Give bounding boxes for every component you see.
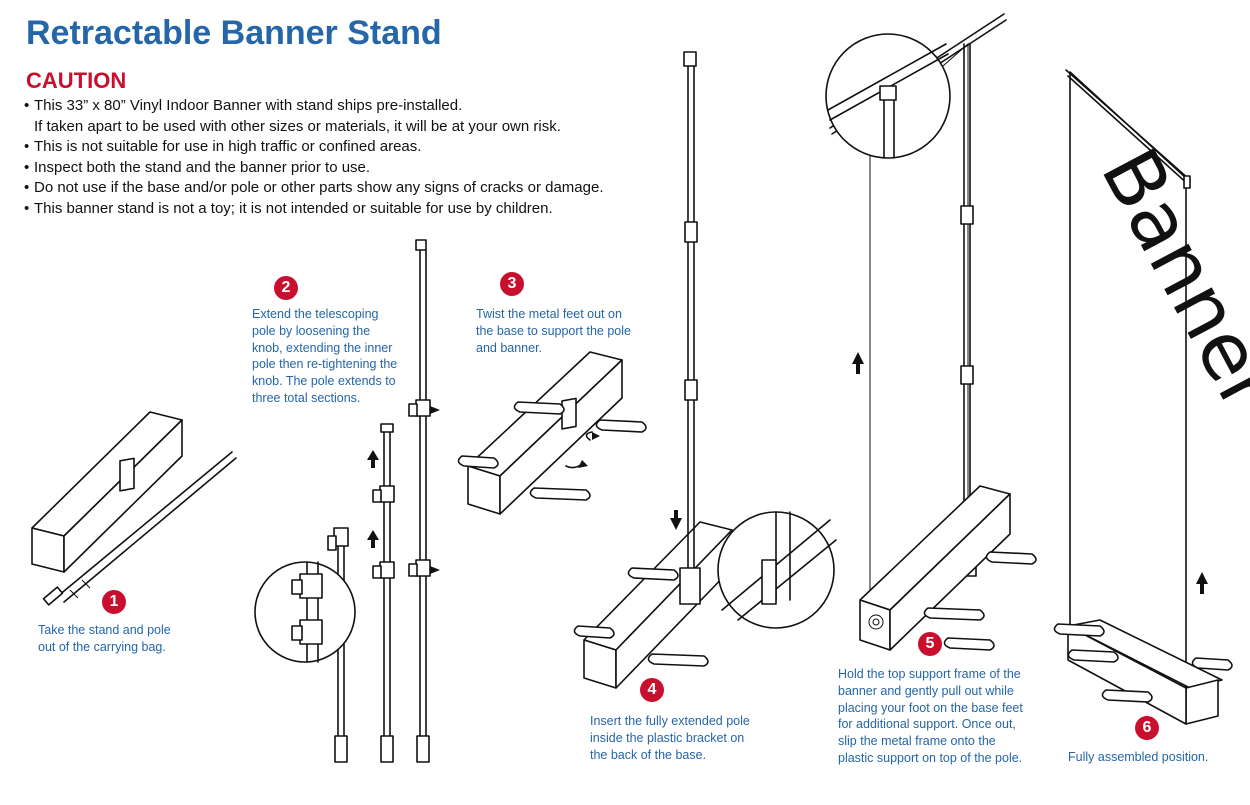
step-2-badge: 2 <box>274 276 298 300</box>
step-3-text: Twist the metal feet out on the base to … <box>476 307 631 355</box>
step-1-text: Take the stand and pole out of the carry… <box>38 623 171 654</box>
step-5-text: Hold the top support frame of the banner… <box>838 667 1023 765</box>
step-3-badge: 3 <box>500 272 524 296</box>
caution-heading: CAUTION <box>26 68 127 93</box>
step-6-text: Fully assembled position. <box>1068 750 1209 764</box>
caution-item: Do not use if the base and/or pole or ot… <box>24 178 603 199</box>
caution-item: This banner stand is not a toy; it is no… <box>24 199 603 220</box>
caution-list: This 33” x 80” Vinyl Indoor Banner with … <box>24 96 603 219</box>
step6-illustration: Banner <box>1053 69 1250 725</box>
step-4-text: Insert the fully extended pole inside th… <box>590 714 750 762</box>
step-1-badge: 1 <box>102 590 126 614</box>
step3-illustration <box>457 351 647 515</box>
caution-item: This is not suitable for use in high tra… <box>24 137 603 158</box>
step1-illustration <box>31 411 237 606</box>
step-4-badge: 4 <box>640 678 664 702</box>
step4-illustration <box>573 51 837 689</box>
caution-item-continuation: If taken apart to be used with other siz… <box>34 117 561 135</box>
caution-item: Inspect both the stand and the banner pr… <box>24 158 603 179</box>
step2-illustration <box>254 239 440 763</box>
step-6-badge: 6 <box>1135 716 1159 740</box>
page-title: Retractable Banner Stand <box>26 14 442 52</box>
step-5-badge: 5 <box>918 632 942 656</box>
step5-illustration <box>825 13 1037 651</box>
caution-item: This 33” x 80” Vinyl Indoor Banner with … <box>24 96 603 137</box>
step-2-text: Extend the telescoping pole by loosening… <box>252 307 398 405</box>
